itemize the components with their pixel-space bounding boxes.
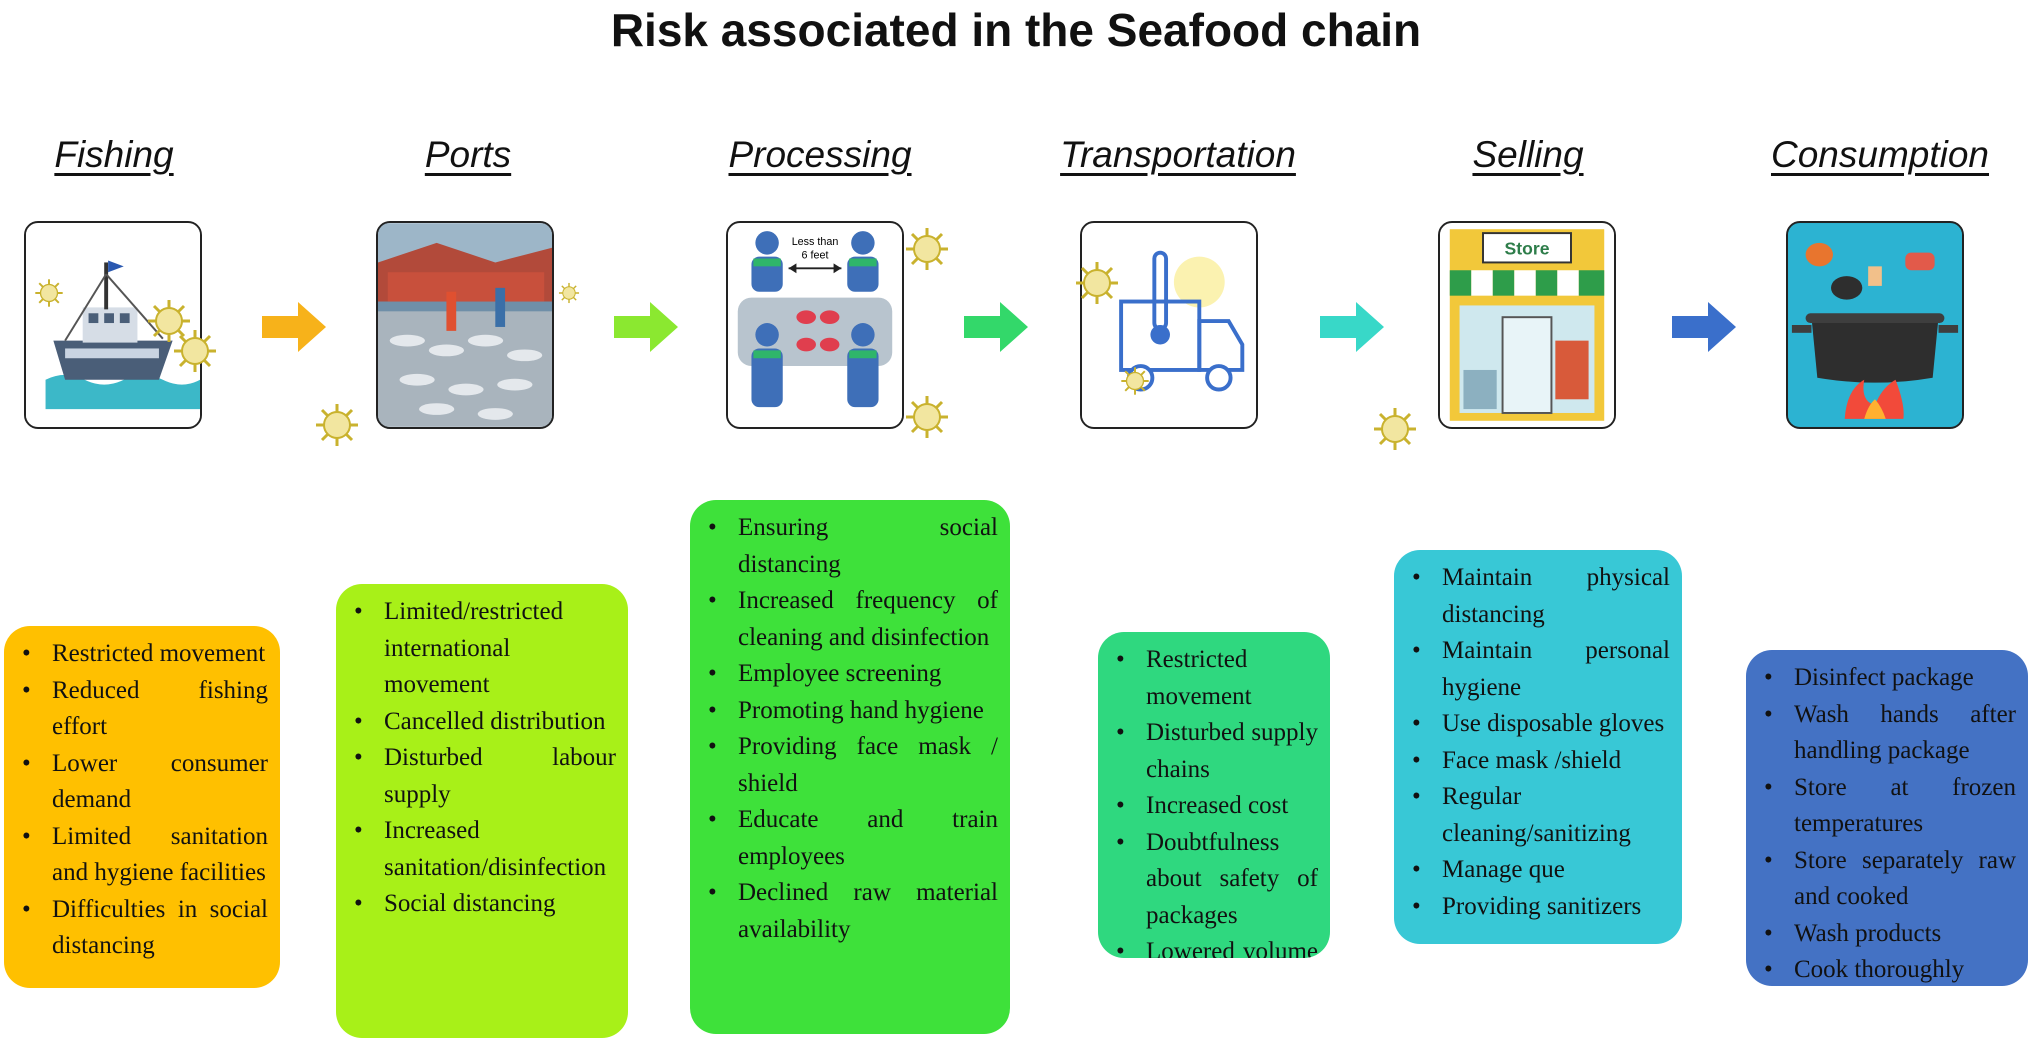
- cooking-pot-icon: [1786, 221, 1964, 429]
- list-item: Increased frequency of cleaning and disi…: [702, 583, 998, 656]
- list-item: Wash products: [1758, 916, 2016, 953]
- fishing-risk-box: Restricted movement Reduced fishing effo…: [4, 626, 280, 988]
- list-item: Cancelled distribution: [348, 704, 616, 741]
- list-item: Regular cleaning/sanitizing: [1406, 779, 1670, 852]
- list-item: Maintain personal hygiene: [1406, 633, 1670, 706]
- coronavirus-icon: [1374, 408, 1416, 450]
- stage-label-fishing: Fishing: [54, 134, 174, 175]
- list-item: Cook thoroughly: [1758, 952, 2016, 986]
- arrow-right-icon: [262, 302, 326, 352]
- list-item: Increased cost: [1110, 788, 1318, 825]
- refrigerated-truck-icon: [1080, 221, 1258, 429]
- arrow-right-icon: [1320, 302, 1384, 352]
- port-fish-market-icon: [376, 221, 554, 429]
- list-item: Restricted movement: [16, 636, 268, 673]
- diagram-title: Risk associated in the Seafood chain: [610, 4, 1422, 56]
- coronavirus-icon: [35, 279, 63, 307]
- list-item: Lowered volume sales: [1110, 934, 1318, 958]
- coronavirus-icon: [316, 404, 358, 446]
- list-item: Restricted movement: [1110, 642, 1318, 715]
- arrow-right-icon: [614, 302, 678, 352]
- arrow-right-icon: [964, 302, 1028, 352]
- stage-label-transportation: Transportation: [1060, 134, 1296, 175]
- stage-label-ports: Ports: [424, 134, 512, 175]
- list-item: Declined raw material availability: [702, 875, 998, 948]
- list-item: Social distancing: [348, 886, 616, 923]
- coronavirus-icon: [174, 330, 216, 372]
- list-item: Store separately raw and cooked: [1758, 843, 2016, 916]
- list-item: Increased sanitation/disinfection: [348, 813, 616, 886]
- coronavirus-icon: [148, 300, 190, 342]
- fishing-boat-icon: [24, 221, 202, 429]
- consumption-risk-box: Disinfect package Wash hands after handl…: [1746, 650, 2028, 986]
- coronavirus-icon: [906, 228, 948, 270]
- list-item: Limited sanitation and hygiene facilitie…: [16, 819, 268, 892]
- stage-label-processing: Processing: [728, 134, 912, 175]
- list-item: Providing sanitizers: [1406, 889, 1670, 926]
- processing-distance-unit: 6 feet: [802, 250, 829, 262]
- store-sign-text: Store: [1505, 239, 1550, 259]
- list-item: Disturbed labour supply: [348, 740, 616, 813]
- list-item: Disinfect package: [1758, 660, 2016, 697]
- list-item: Use disposable gloves: [1406, 706, 1670, 743]
- processing-risk-box: Ensuring social distancing Increased fre…: [690, 500, 1010, 1034]
- coronavirus-icon: [1121, 367, 1149, 395]
- list-item: Difficulties in social distancing: [16, 892, 268, 965]
- list-item: Wash hands after handling package: [1758, 697, 2016, 770]
- ports-risk-box: Limited/restricted international movemen…: [336, 584, 628, 1038]
- coronavirus-icon: [906, 396, 948, 438]
- list-item: Limited/restricted international movemen…: [348, 594, 616, 704]
- list-item: Store at frozen temperatures: [1758, 770, 2016, 843]
- list-item: Manage que: [1406, 852, 1670, 889]
- list-item: Disturbed supply chains: [1110, 715, 1318, 788]
- list-item: Providing face mask / shield: [702, 729, 998, 802]
- list-item: Face mask /shield: [1406, 743, 1670, 780]
- transportation-risk-box: Restricted movement Disturbed supply cha…: [1098, 632, 1330, 958]
- processing-distance-label: Less than: [792, 236, 839, 248]
- store-icon: Store: [1438, 221, 1616, 429]
- list-item: Employee screening: [702, 656, 998, 693]
- list-item: Reduced fishing effort: [16, 673, 268, 746]
- list-item: Educate and train employees: [702, 802, 998, 875]
- processing-workers-icon: Less than 6 feet: [726, 221, 904, 429]
- stage-label-selling: Selling: [1472, 134, 1584, 175]
- coronavirus-icon: [1076, 262, 1118, 304]
- list-item: Doubtfulness about safety of packages: [1110, 825, 1318, 935]
- list-item: Ensuring social distancing: [702, 510, 998, 583]
- coronavirus-icon: [558, 282, 580, 304]
- list-item: Promoting hand hygiene: [702, 693, 998, 730]
- selling-risk-box: Maintain physical distancing Maintain pe…: [1394, 550, 1682, 944]
- list-item: Lower consumer demand: [16, 746, 268, 819]
- list-item: Maintain physical distancing: [1406, 560, 1670, 633]
- stage-label-consumption: Consumption: [1770, 134, 1990, 175]
- arrow-right-icon: [1672, 302, 1736, 352]
